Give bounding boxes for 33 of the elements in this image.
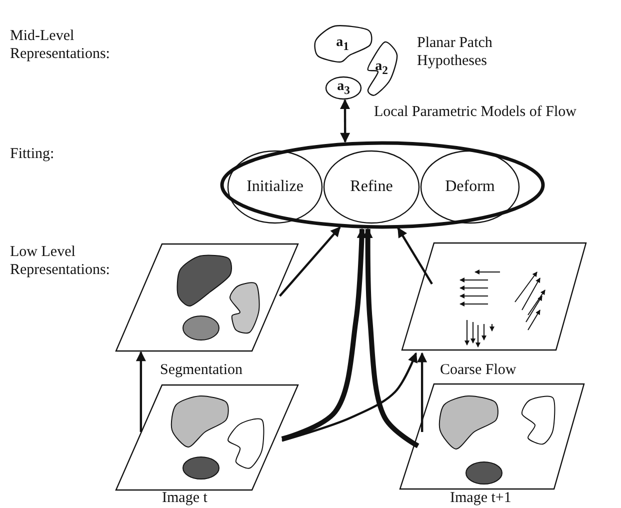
step-label: Deform xyxy=(445,178,495,196)
step-label: Refine xyxy=(350,178,393,196)
panel-caption: Image t xyxy=(162,489,208,507)
panel-caption: Segmentation xyxy=(160,361,242,379)
double-arrow xyxy=(340,99,350,143)
arrow xyxy=(281,228,367,442)
panel-caption: Coarse Flow xyxy=(440,361,516,379)
fitting-ellipse xyxy=(220,141,545,229)
level-label: Mid-Level Representations: xyxy=(10,27,111,63)
arrow xyxy=(362,228,420,448)
arrow xyxy=(397,227,433,285)
patch-blob xyxy=(313,25,372,62)
step-ellipse xyxy=(323,150,420,224)
patch-label: a$_{1}$ xyxy=(336,34,349,52)
patch-blob xyxy=(365,40,398,95)
level-label: Fitting: xyxy=(10,145,56,163)
step-ellipse xyxy=(420,150,520,224)
arrow xyxy=(282,352,418,442)
image-panel xyxy=(116,244,298,351)
step-ellipse xyxy=(227,150,323,224)
level-label: Planar Patch Hypotheses xyxy=(417,34,494,70)
image-panel xyxy=(400,384,584,489)
arrow xyxy=(417,352,428,432)
step-label: Initialize xyxy=(246,178,304,196)
arrow xyxy=(136,351,146,432)
patch-label: a$_{2}$ xyxy=(375,58,388,76)
panel-caption: Image t+1 xyxy=(450,489,512,507)
patch-label: a$_{3}$ xyxy=(337,79,350,97)
image-panel xyxy=(116,385,298,490)
image-panel xyxy=(402,243,586,350)
level-label: Low Level Representations: xyxy=(10,243,111,279)
patch-blob xyxy=(325,76,362,100)
arrow xyxy=(278,226,341,297)
